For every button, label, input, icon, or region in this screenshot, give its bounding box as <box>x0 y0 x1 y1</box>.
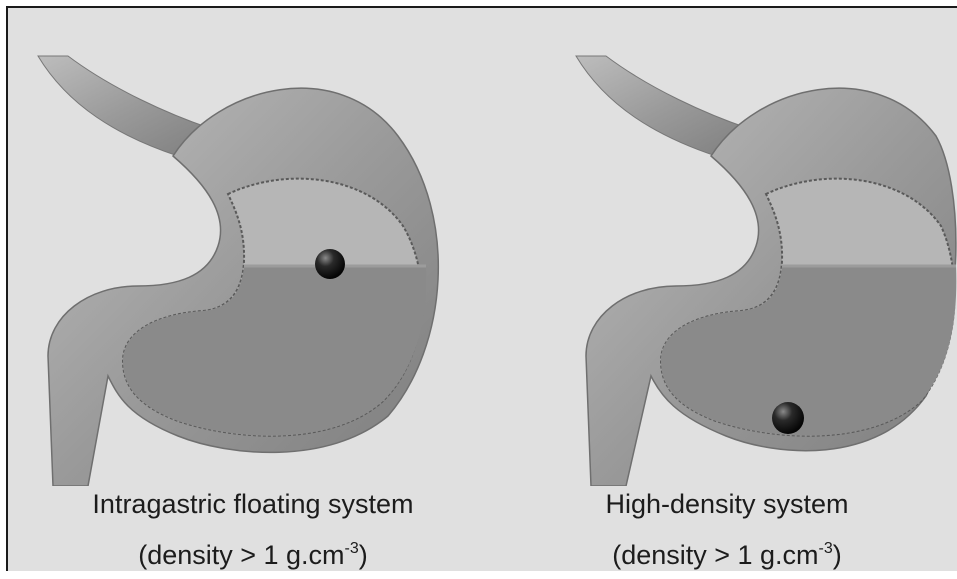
exponent: -3 <box>819 540 833 557</box>
caption-density: (density > 1 g.cm-3) <box>490 539 957 571</box>
sunken-sphere <box>772 402 804 434</box>
exponent: -3 <box>345 540 359 557</box>
caption-title: Intragastric floating system <box>16 488 490 520</box>
high-density-system-panel: High-density system (density > 1 g.cm-3) <box>486 16 957 579</box>
figure-frame: Intragastric floating system (density > … <box>6 6 957 571</box>
caption-title: High-density system <box>490 488 957 520</box>
stomach-high-density-illustration <box>486 16 957 486</box>
stomach-floating-illustration <box>8 16 488 486</box>
caption-density: (density > 1 g.cm-3) <box>16 539 490 571</box>
floating-system-panel: Intragastric floating system (density > … <box>8 16 488 579</box>
floating-sphere <box>315 249 345 279</box>
